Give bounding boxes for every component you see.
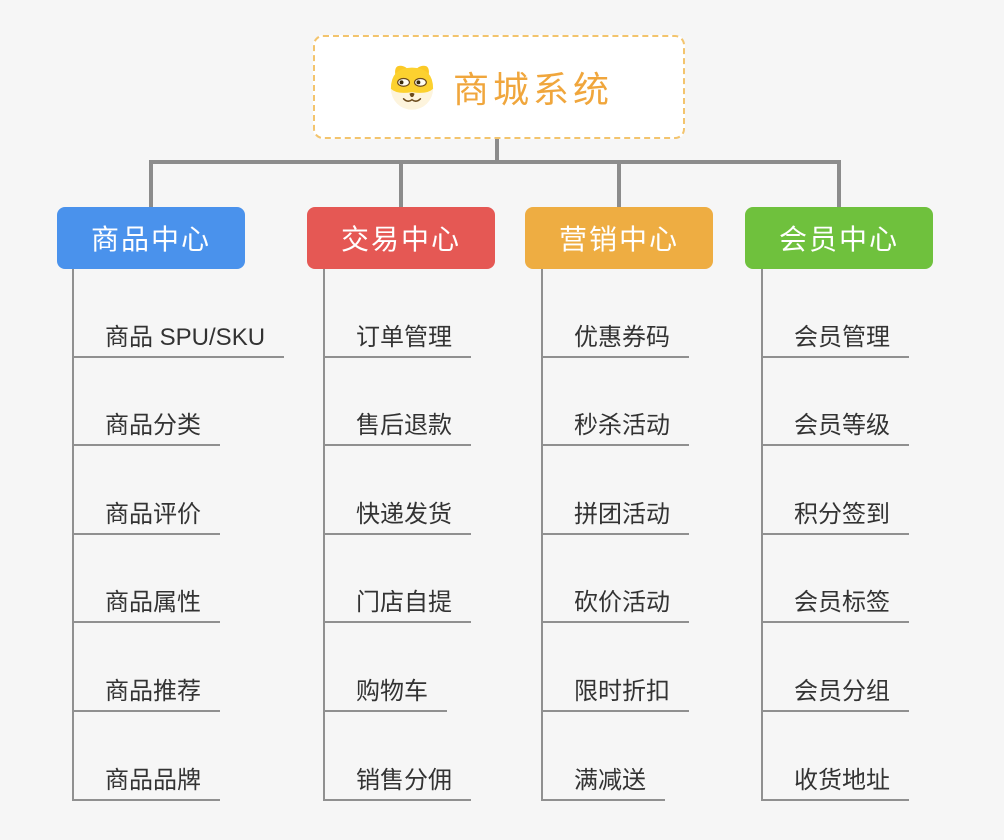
branch-node-trade-center[interactable]: 交易中心 xyxy=(307,207,495,269)
connector-root-drop xyxy=(495,139,499,162)
connector-drop xyxy=(617,160,621,208)
leaf-node[interactable]: 秒杀活动 xyxy=(541,404,689,446)
leaf-node[interactable]: 商品评价 xyxy=(72,493,220,535)
leaf-node[interactable]: 优惠券码 xyxy=(541,316,689,358)
connector-bus xyxy=(149,160,841,164)
branch-node-product-center[interactable]: 商品中心 xyxy=(57,207,245,269)
leaf-node[interactable]: 售后退款 xyxy=(323,404,471,446)
leaf-node[interactable]: 门店自提 xyxy=(323,581,471,623)
leaf-node[interactable]: 商品分类 xyxy=(72,404,220,446)
root-node-mall-system[interactable]: 商城系统 xyxy=(313,35,685,139)
leaf-node[interactable]: 积分签到 xyxy=(761,493,909,535)
leaf-node[interactable]: 销售分佣 xyxy=(323,759,471,801)
leaf-node[interactable]: 快递发货 xyxy=(323,493,471,535)
dog-face-icon xyxy=(390,65,434,110)
leaf-node[interactable]: 会员等级 xyxy=(761,404,909,446)
leaf-node[interactable]: 商品 SPU/SKU xyxy=(72,316,285,358)
leaf-node[interactable]: 商品品牌 xyxy=(72,759,220,801)
branch-node-marketing-center[interactable]: 营销中心 xyxy=(525,207,713,269)
leaf-node[interactable]: 限时折扣 xyxy=(541,670,689,712)
leaf-node[interactable]: 收货地址 xyxy=(761,759,909,801)
leaf-node[interactable]: 拼团活动 xyxy=(541,493,689,535)
connector-drop xyxy=(837,160,841,208)
leaf-node[interactable]: 订单管理 xyxy=(323,316,471,358)
leaf-node[interactable]: 砍价活动 xyxy=(541,581,689,623)
branch-node-member-center[interactable]: 会员中心 xyxy=(745,207,933,269)
leaf-node[interactable]: 满减送 xyxy=(541,759,665,801)
connector-drop xyxy=(399,160,403,208)
leaf-node[interactable]: 商品属性 xyxy=(72,581,220,623)
leaf-node[interactable]: 会员管理 xyxy=(761,316,909,358)
connector-drop xyxy=(149,160,153,208)
leaf-node[interactable]: 会员分组 xyxy=(761,670,909,712)
root-title: 商城系统 xyxy=(452,69,613,110)
leaf-node[interactable]: 商品推荐 xyxy=(72,670,220,712)
leaf-node[interactable]: 会员标签 xyxy=(761,581,909,623)
leaf-node[interactable]: 购物车 xyxy=(323,670,447,712)
